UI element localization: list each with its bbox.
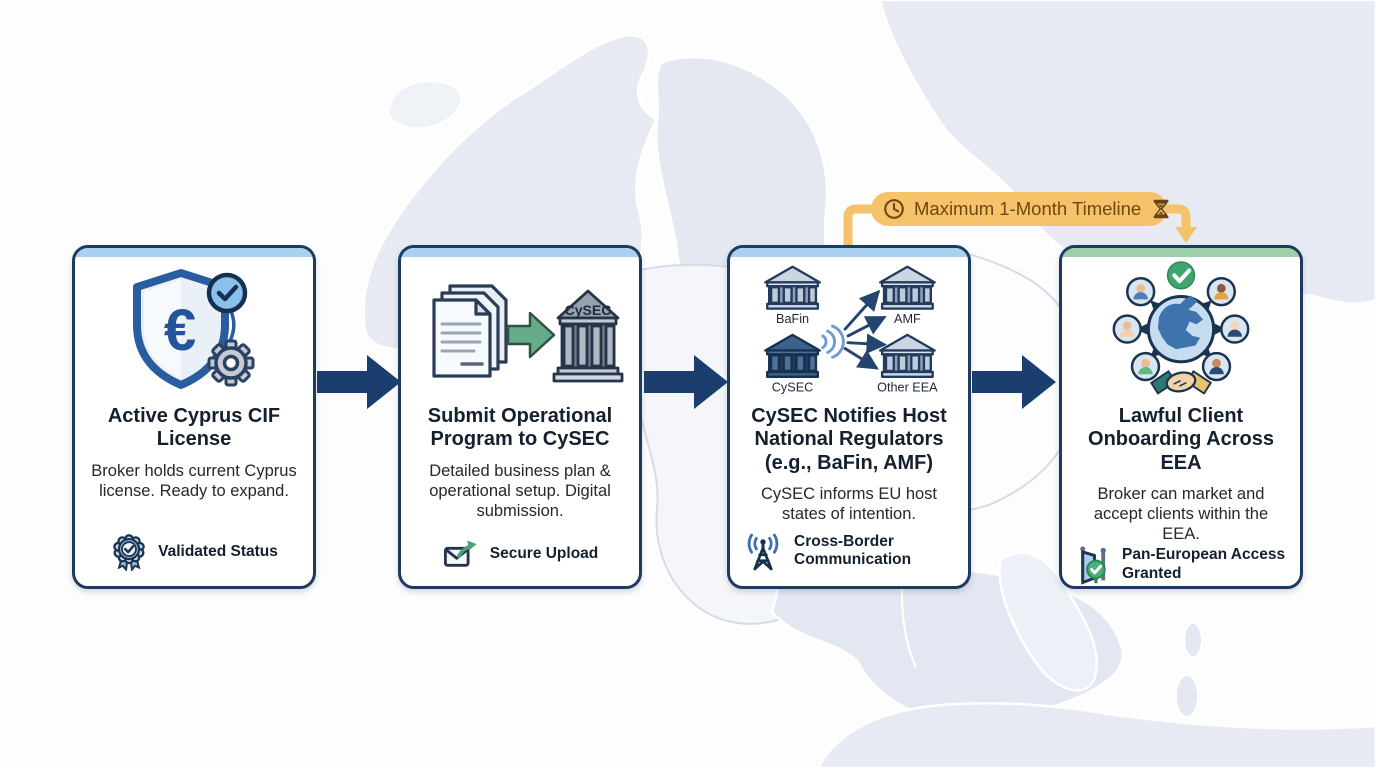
rosette-award-icon <box>113 534 145 571</box>
card-description: CySEC informs EU host states of intentio… <box>760 485 938 524</box>
card-tag-row: Validated Status <box>98 533 290 571</box>
flow-arrow-step1-to-step2 <box>317 355 401 409</box>
card-accent-strip <box>401 248 639 257</box>
card-tag-row: Secure Upload <box>430 537 611 571</box>
card-title: CySEC Notifies Host National Regulators … <box>751 405 947 474</box>
flow-arrow-step2-to-step3 <box>644 355 728 409</box>
step-card-lawful-client-onboarding: Lawful Client Onboarding Across EEA Brok… <box>1059 245 1303 589</box>
timeline-badge: Maximum 1-Month Timeline <box>871 192 1169 226</box>
card-accent-strip <box>75 248 313 257</box>
card-tag-label: Validated Status <box>158 542 278 560</box>
globe-clients-network-icon <box>1112 261 1250 395</box>
step-card-submit-operational-program: CySEC Submit Operational Program to CySE… <box>398 245 642 589</box>
card-title: Active Cyprus CIF License <box>107 405 281 451</box>
antenna-broadcast-icon <box>747 533 779 571</box>
card-description: Detailed business plan & operational set… <box>429 461 611 521</box>
check-circle-icon <box>1166 261 1196 290</box>
flow-arrow-step3-to-step4 <box>972 355 1056 409</box>
hourglass-icon <box>1153 199 1169 219</box>
bank-label-amf: AMF <box>894 312 921 326</box>
bank-label-cysec: CySEC <box>565 302 612 318</box>
timeline-badge-label: Maximum 1-Month Timeline <box>914 198 1142 219</box>
card-description: Broker holds current Cyprus license. Rea… <box>91 461 297 500</box>
shield-euro-check-gear-icon: € <box>133 269 255 389</box>
regulator-broadcast-network-icon: BaFin AMF <box>764 265 938 394</box>
door-access-icon <box>1080 545 1106 585</box>
card-description: Broker can market and accept clients wit… <box>1093 485 1269 544</box>
timeline-connector-lines <box>843 204 1197 251</box>
bank-label-cysec: CySEC <box>772 380 813 394</box>
card-tag-row: Cross-Border Communication <box>730 531 968 571</box>
handshake-icon <box>1149 370 1213 395</box>
notification-arrows <box>843 289 887 370</box>
bank-label-bafin: BaFin <box>776 312 809 326</box>
bank-label-other-eea: Other EEA <box>877 380 938 394</box>
card-tag-label: Secure Upload <box>489 544 599 562</box>
card-tag-row: Pan-European Access Granted <box>1062 545 1300 585</box>
card-title: Submit Operational Program to CySEC <box>427 405 613 451</box>
card-title: Lawful Client Onboarding Across EEA <box>1088 405 1274 474</box>
card-tag-label: Pan-European Access Granted <box>1122 546 1286 582</box>
svg-text:€: € <box>164 298 196 363</box>
card-accent-strip <box>730 248 968 257</box>
step-card-cysec-notifies-regulators: BaFin AMF <box>727 245 971 589</box>
clock-icon <box>884 199 904 219</box>
step-card-active-cyprus-cif-license: € <box>72 245 316 589</box>
documents-to-regulator-icon: CySEC <box>432 284 624 383</box>
card-tag-label: Cross-Border Communication <box>794 532 912 568</box>
card-accent-strip <box>1062 248 1300 257</box>
broadcast-waves-icon <box>821 324 845 359</box>
envelope-send-icon <box>443 540 477 567</box>
